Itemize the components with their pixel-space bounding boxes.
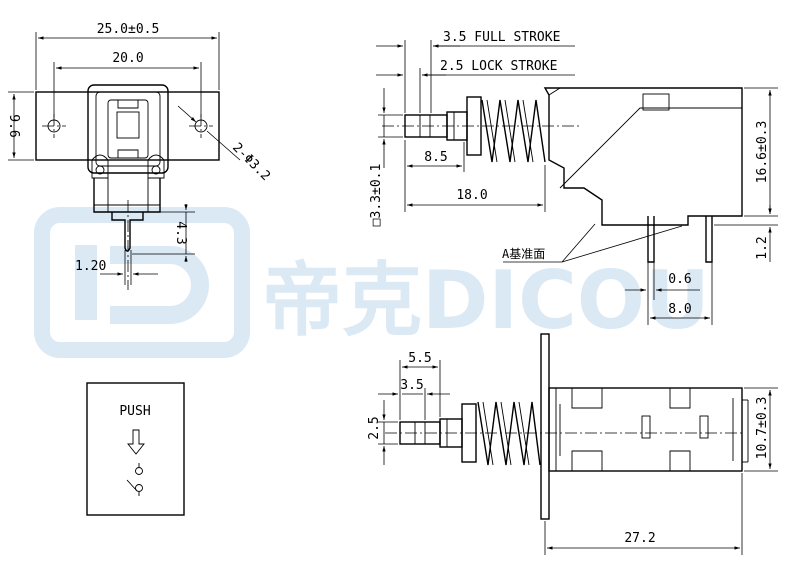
dim-holes: 2-Φ3.2 <box>229 140 273 184</box>
dim-pin-stub: 1.2 <box>755 236 770 259</box>
dim-plunger-dia: □3.3±0.1 <box>369 164 384 227</box>
dim-body-height: 16.6±0.3 <box>755 121 770 184</box>
dim-pin-pitch: 8.0 <box>668 302 691 317</box>
side-view: 3.5 FULL STROKE 2.5 LOCK STROKE □3.3±0.1… <box>369 30 778 325</box>
dim-length: 27.2 <box>624 531 655 546</box>
front-view: 25.0±0.5 20.0 9.6 2-Φ3.2 4.3 1.20 <box>6 22 273 290</box>
dim-width: 10.7±0.3 <box>755 397 770 460</box>
dim-pin-len: 4.3 <box>173 221 188 244</box>
push-arrow-icon <box>127 429 145 455</box>
dim-2-5: 2.5 <box>367 416 382 439</box>
dim-pin-thickness: 0.6 <box>668 272 691 287</box>
dim-3-5: 3.5 <box>400 378 423 393</box>
top-view: 5.5 3.5 2.5 10.7±0.3 27.2 <box>367 333 778 555</box>
dim-hole-pitch: 20.0 <box>112 51 143 66</box>
dim-plunger-len: 8.5 <box>424 150 447 165</box>
dim-height: 9.6 <box>6 114 21 137</box>
dim-overall-width: 25.0±0.5 <box>97 22 160 37</box>
watermark-logo <box>34 207 250 358</box>
push-symbol-box: PUSH <box>86 382 185 516</box>
dim-pin-w: 1.20 <box>75 259 106 274</box>
dim-5-5: 5.5 <box>408 351 431 366</box>
ref-surface-label: A基准面 <box>502 247 545 261</box>
spring <box>481 99 546 163</box>
dim-full-stroke: 3.5 FULL STROKE <box>443 30 560 45</box>
dim-body-offset: 18.0 <box>456 188 487 203</box>
dim-lock-stroke: 2.5 LOCK STROKE <box>440 59 557 74</box>
watermark: 帝克DICOU <box>34 207 710 358</box>
push-label: PUSH <box>119 404 150 419</box>
watermark-text: 帝克DICOU <box>262 254 710 347</box>
